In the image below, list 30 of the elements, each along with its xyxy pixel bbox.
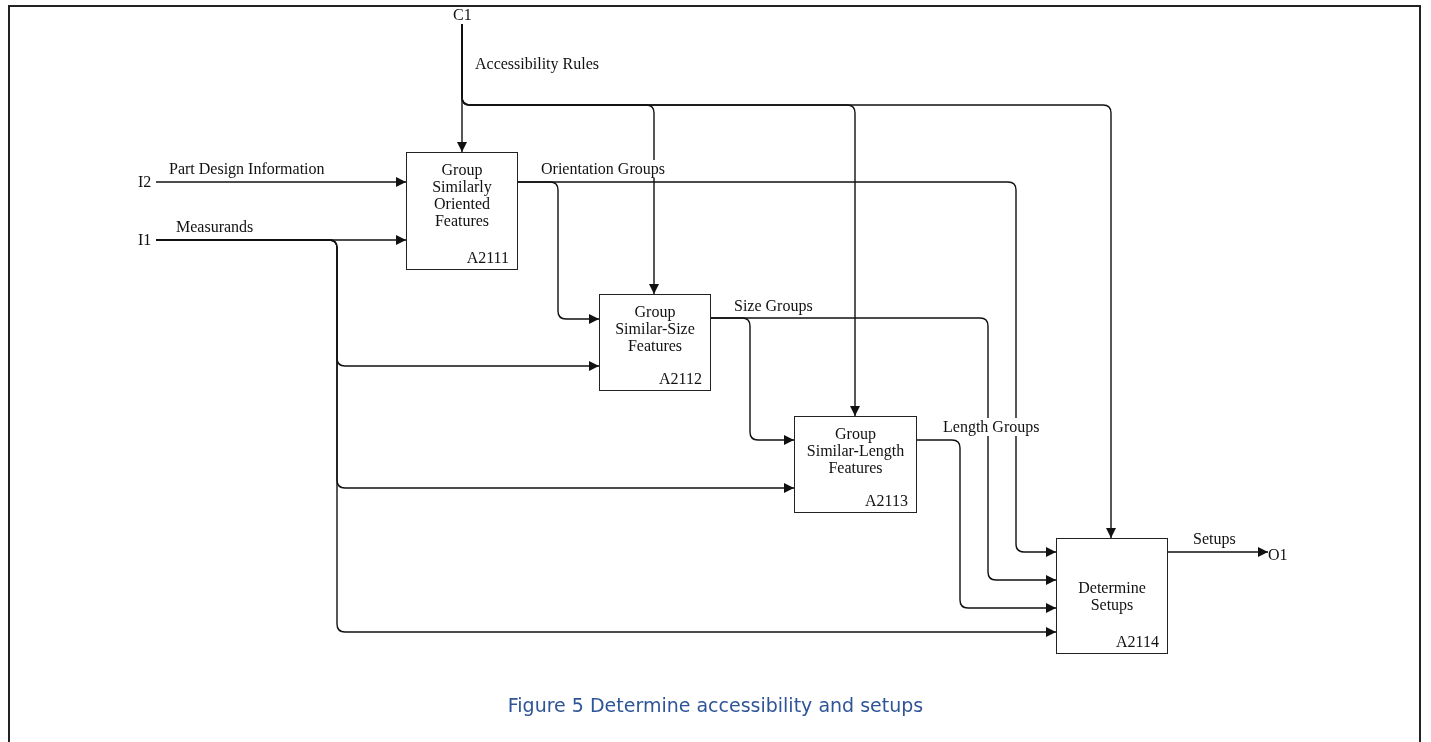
node-number: A2112 (659, 370, 702, 388)
port-label: C1 (453, 6, 472, 24)
arrow (461, 23, 1116, 539)
port-label: I2 (138, 173, 152, 191)
edge-label: Length Groups (942, 418, 1041, 436)
edge-label: Part Design Information (168, 160, 326, 178)
process-name: Group Similarly Oriented Features (431, 161, 493, 229)
process-name: Determine Setups (1077, 579, 1147, 613)
process-box (406, 152, 518, 270)
arrow (1167, 547, 1269, 557)
edge-label: Accessibility Rules (474, 55, 600, 73)
arrow (155, 177, 407, 187)
process-box (599, 294, 711, 391)
process-box (794, 416, 917, 513)
port-label: O1 (1268, 546, 1288, 564)
edge-label: Size Groups (733, 297, 814, 315)
arrow (155, 239, 1057, 637)
edge-label: Orientation Groups (540, 160, 666, 178)
arrow (517, 181, 1057, 557)
port-label: I1 (138, 231, 152, 249)
node-number: A2113 (865, 492, 908, 510)
arrow (916, 439, 1057, 613)
process-box (1056, 538, 1168, 654)
figure-caption: Figure 5 Determine accessibility and setups (506, 694, 925, 716)
arrow (710, 317, 1057, 585)
node-number: A2111 (466, 249, 509, 267)
edge-label: Setups (1192, 530, 1237, 548)
process-name: Group Similar-Length Features (805, 425, 906, 476)
process-name: Group Similar-Size Features (614, 303, 696, 354)
node-number: A2114 (1116, 633, 1159, 651)
